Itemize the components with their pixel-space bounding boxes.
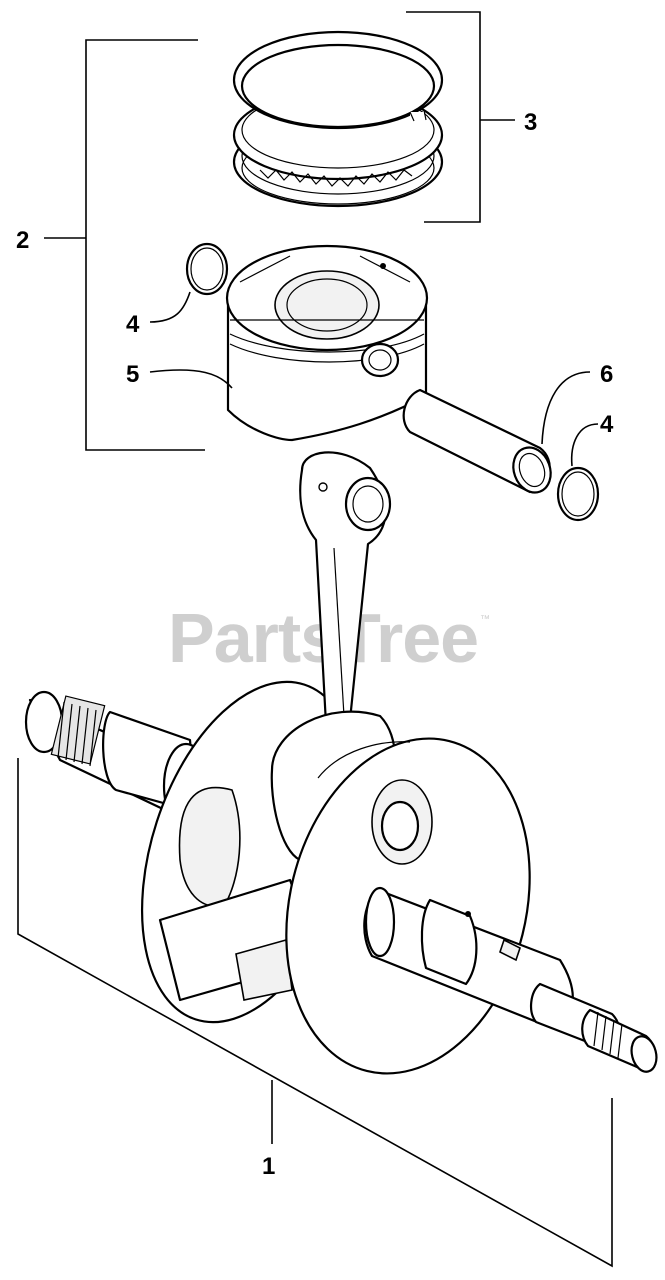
- bracket-piston-rings: [406, 11, 515, 223]
- piston-ring-set-icon: [232, 30, 444, 208]
- callout-6: 6: [600, 361, 613, 388]
- callout-3: 3: [524, 109, 537, 136]
- watermark-trademark: ™: [480, 614, 490, 625]
- callout-2: 2: [16, 227, 29, 254]
- circlip-right-icon: [556, 466, 600, 522]
- crankshaft-assembly-icon: [24, 451, 658, 1075]
- callout-4-right: 4: [600, 411, 614, 438]
- piston-icon: [225, 244, 429, 442]
- callout-5: 5: [126, 361, 139, 388]
- bracket-piston-assembly: [44, 39, 205, 451]
- callout-1: 1: [262, 1153, 275, 1180]
- circlip-left-icon: [185, 242, 229, 296]
- callout-4-left: 4: [126, 311, 140, 338]
- callout-labels: 2 3 4 4 5 6 1: [16, 109, 614, 1180]
- piston-pin-icon: [402, 388, 552, 494]
- bracket-crankshaft: [17, 758, 613, 1268]
